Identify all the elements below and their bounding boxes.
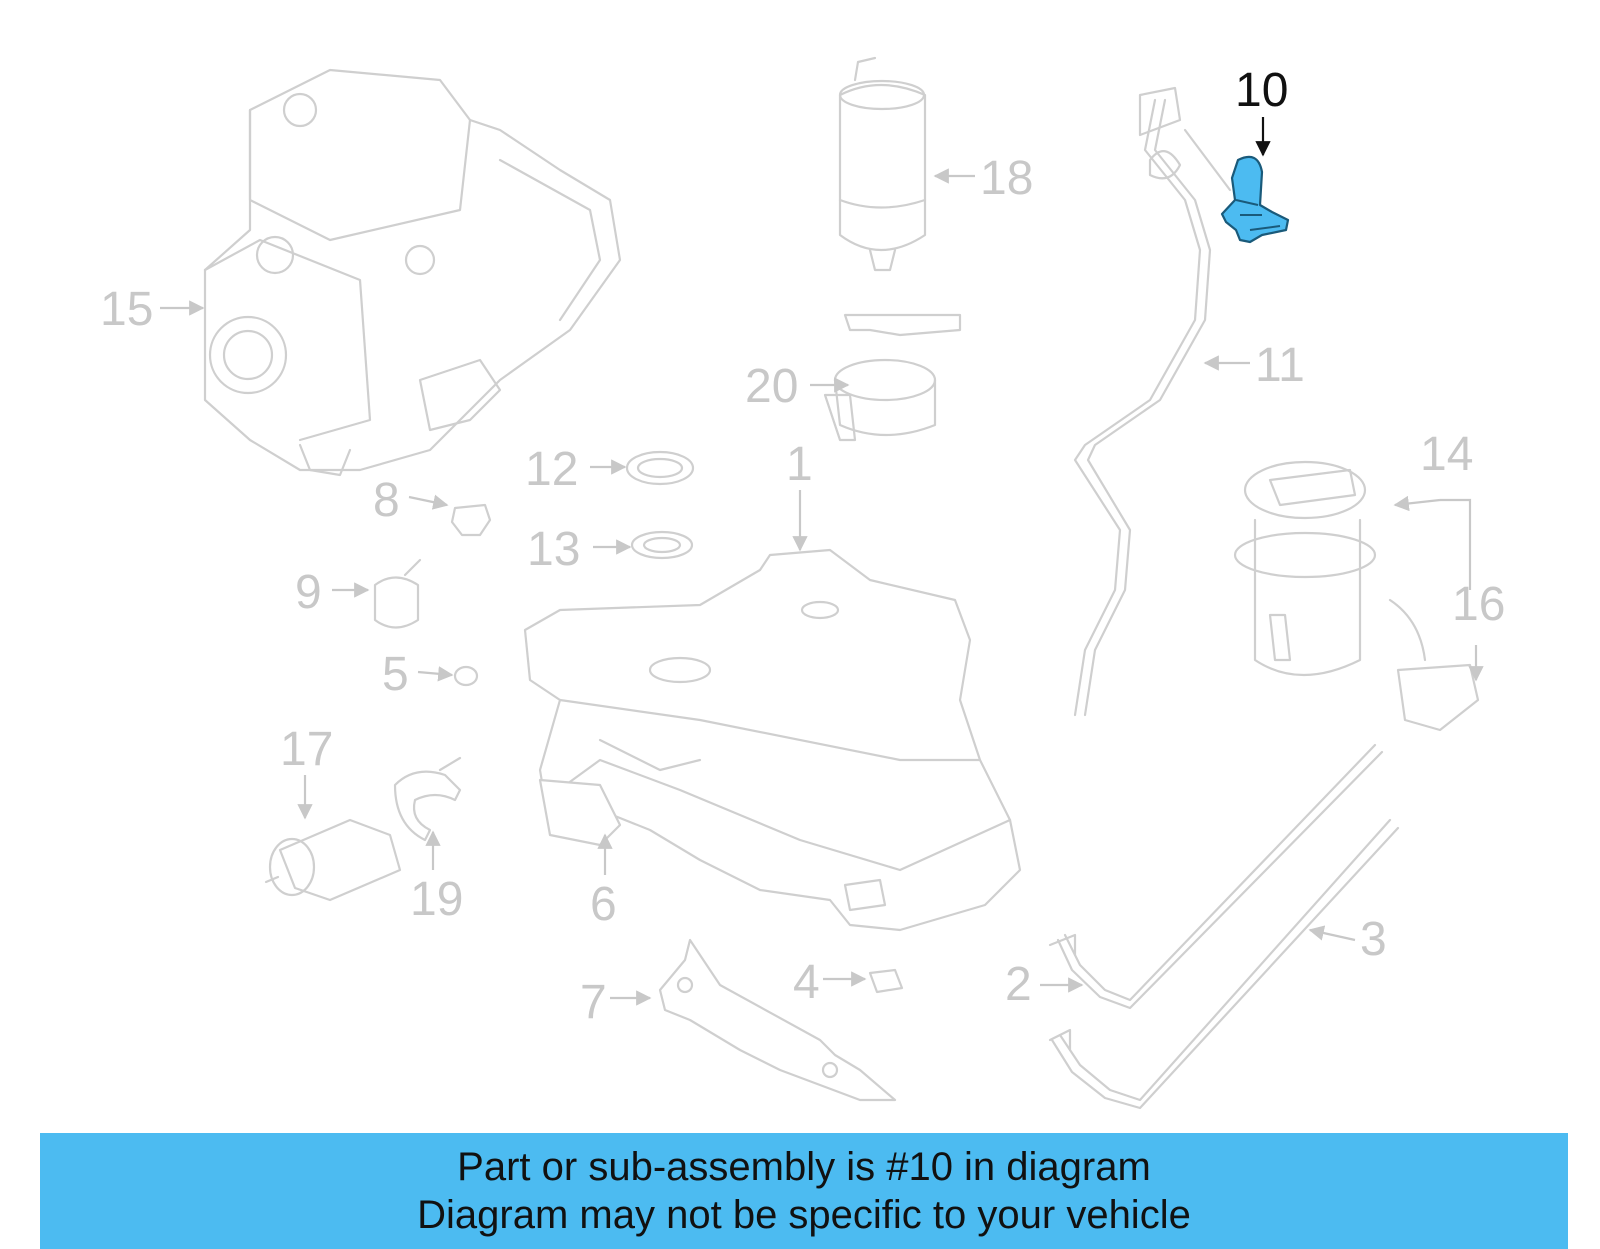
info-banner: Part or sub-assembly is #10 in diagram D… [40, 1133, 1568, 1249]
parts-diagram: 15 18 20 11 10 12 13 8 9 5 1 14 16 17 19… [100, 56, 1505, 1110]
callout-3: 3 [1360, 913, 1387, 966]
callout-14: 14 [1420, 428, 1473, 481]
callout-18: 18 [980, 152, 1033, 205]
part-19-clamp [393, 756, 462, 842]
callout-13: 13 [527, 523, 580, 576]
callout-20: 20 [745, 360, 798, 413]
callout-12: 12 [525, 443, 578, 496]
part-2-strap [1048, 743, 1384, 1010]
part-11-fuel-line [1073, 86, 1232, 717]
part-8-cap [450, 503, 492, 537]
callout-4: 4 [793, 956, 820, 1009]
callout-8: 8 [373, 474, 400, 527]
callout-1: 1 [786, 438, 813, 491]
callout-9: 9 [295, 566, 322, 619]
callout-11: 11 [1255, 339, 1305, 392]
callout-numbers: 15 18 20 11 10 12 13 8 9 5 1 14 16 17 19… [100, 64, 1505, 1029]
part-12-lock-ring [625, 450, 695, 486]
part-20-filter-bracket [823, 313, 962, 442]
banner-line-part: Part or sub-assembly is #10 in diagram [457, 1145, 1151, 1189]
part-5-plug [453, 665, 479, 687]
part-17-inline-filter [264, 818, 402, 902]
part-14-16-fuel-pump [1233, 460, 1480, 732]
part-15-injection-pump [203, 68, 622, 477]
callout-10: 10 [1235, 64, 1288, 117]
part-10-connector-highlighted [1220, 155, 1290, 244]
callout-6: 6 [590, 878, 617, 931]
banner-line-disclaimer: Diagram may not be specific to your vehi… [417, 1193, 1191, 1237]
callout-16: 16 [1452, 578, 1505, 631]
part-7-bracket [658, 938, 897, 1102]
part-9-valve [373, 558, 422, 629]
callout-15: 15 [100, 283, 153, 336]
leader-lines [160, 117, 1484, 1006]
part-13-seal [630, 530, 694, 560]
part-3-strap [1048, 818, 1400, 1110]
callout-5: 5 [382, 648, 409, 701]
callout-17: 17 [280, 723, 333, 776]
callout-2: 2 [1005, 958, 1032, 1011]
callout-7: 7 [580, 976, 607, 1029]
part-1-fuel-tank [523, 548, 1022, 932]
part-4-clip [868, 968, 904, 994]
part-18-fuel-filter [838, 56, 927, 272]
callout-19: 19 [410, 873, 463, 926]
